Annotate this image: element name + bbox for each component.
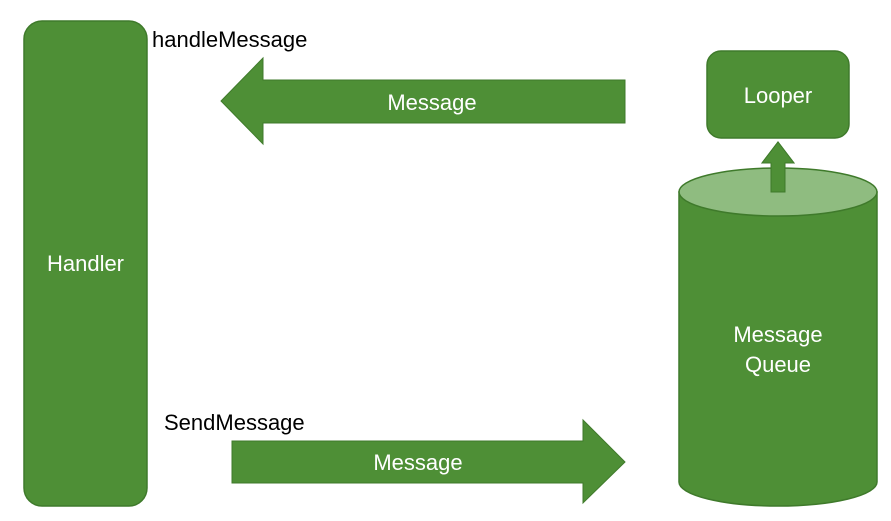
up-arrow-overlay — [760, 141, 796, 193]
message-queue-label-line1: Message — [733, 322, 822, 347]
incoming-message-arrow: Message — [220, 56, 626, 146]
looper-box — [706, 50, 850, 139]
looper-label: Looper — [744, 83, 813, 108]
message-queue-body — [678, 191, 878, 507]
looper-node: Looper — [706, 50, 850, 139]
handler-label: Handler — [47, 251, 124, 276]
outgoing-message-arrow: Message — [231, 418, 626, 505]
outgoing-arrow-label: Message — [373, 450, 462, 475]
handler-box — [23, 20, 148, 507]
incoming-arrow-shape — [220, 56, 626, 146]
handle-message-caption: handleMessage — [152, 27, 307, 52]
handler-node: Handler — [23, 20, 148, 507]
send-message-caption: SendMessage — [164, 410, 305, 435]
incoming-arrow-label: Message — [387, 90, 476, 115]
message-queue-label-line2: Queue — [745, 352, 811, 377]
message-queue-node: Message Queue — [678, 167, 878, 507]
outgoing-arrow-shape — [231, 418, 626, 505]
